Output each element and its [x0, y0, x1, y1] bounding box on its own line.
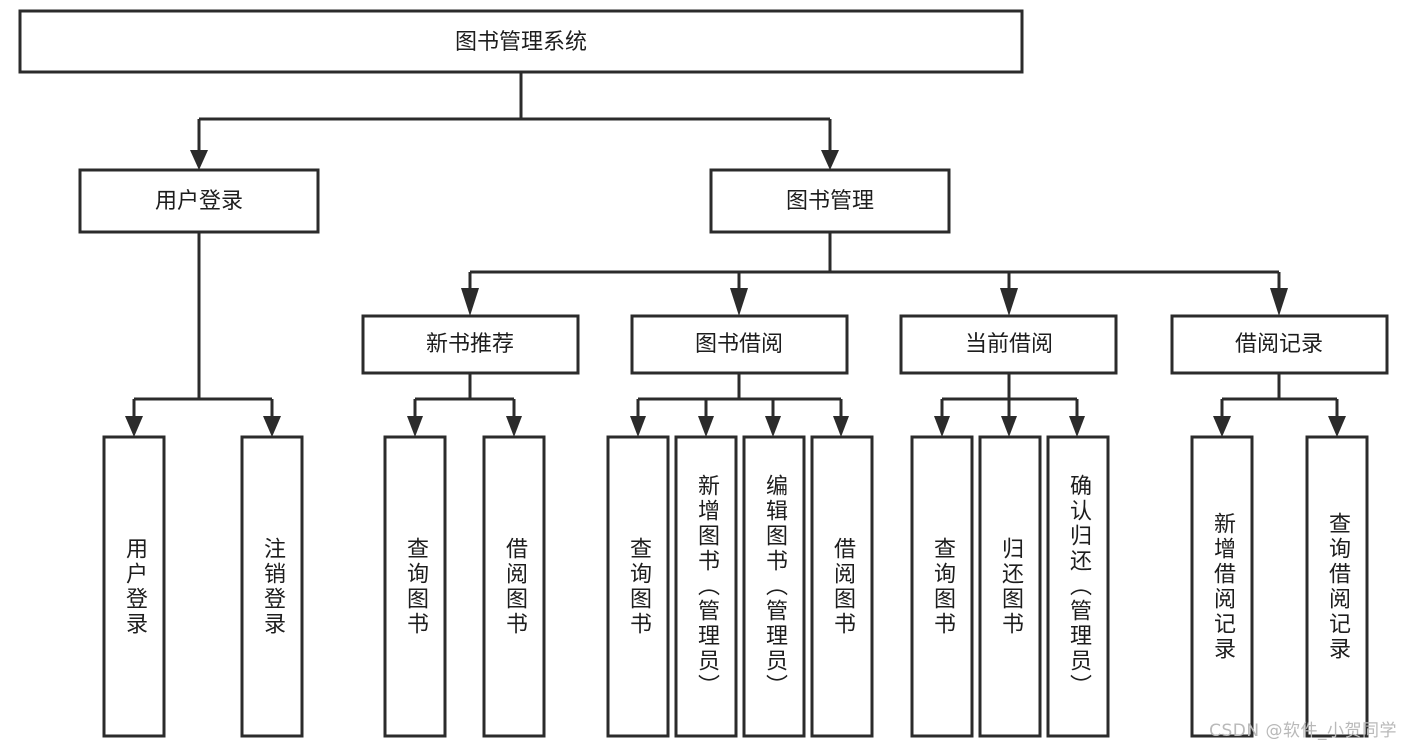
node-box-leaf-cb-query-book[interactable]	[910, 435, 974, 738]
arrowhead-borrow-record	[1270, 288, 1288, 316]
watermark-text: CSDN @软件_小贺同学	[1209, 721, 1397, 741]
arrowhead-nb-leaf-1	[407, 416, 423, 437]
node-box-leaf-nb-query-book[interactable]	[383, 435, 447, 738]
node-box-leaf-bb-edit-book[interactable]	[742, 435, 806, 738]
node-box-leaf-bb-add-book[interactable]	[674, 435, 738, 738]
arrowhead-br-leaf-1	[1213, 416, 1231, 437]
arrowhead-book-borrow	[730, 288, 748, 316]
node-box-leaf-bb-query-book[interactable]	[606, 435, 670, 738]
node-box-leaf-bb-borrow-book[interactable]	[810, 435, 874, 738]
arrowhead-nb-leaf-2	[506, 416, 522, 437]
node-box-leaf-nb-borrow-book[interactable]	[482, 435, 546, 738]
node-box-new-book[interactable]	[361, 314, 580, 375]
node-label-current-borrow: 当前借阅	[965, 332, 1053, 357]
node-box-book-management[interactable]	[709, 168, 951, 234]
arrowhead-leaf-user-login	[125, 416, 143, 437]
arrowhead-br-leaf-2	[1328, 416, 1346, 437]
arrowhead-current-borrow	[1000, 288, 1018, 316]
arrowhead-bb-leaf-4	[833, 416, 849, 437]
connector-layer	[125, 72, 1346, 437]
arrowhead-user-login	[190, 150, 208, 170]
node-box-leaf-br-query-record[interactable]	[1305, 435, 1369, 738]
node-box-leaf-logout[interactable]	[240, 435, 304, 738]
arrowhead-new-book	[461, 288, 479, 316]
arrowhead-book-mgmt	[821, 150, 839, 170]
node-box-leaf-cb-return-book[interactable]	[978, 435, 1042, 738]
node-layer: 图书管理系统 用户登录 图书管理 新书推荐 图书借阅 当前借阅 借阅记录	[18, 9, 1389, 738]
node-label-root: 图书管理系统	[455, 30, 587, 55]
node-box-leaf-user-login[interactable]	[102, 435, 166, 738]
arrowhead-cb-leaf-1	[934, 416, 950, 437]
arrowhead-cb-leaf-3	[1069, 416, 1085, 437]
node-label-user-login: 用户登录	[155, 189, 243, 214]
node-box-current-borrow[interactable]	[899, 314, 1118, 375]
node-box-borrow-record[interactable]	[1170, 314, 1389, 375]
node-box-leaf-cb-confirm-return[interactable]	[1046, 435, 1110, 738]
arrowhead-bb-leaf-2	[698, 416, 714, 437]
arrowhead-cb-leaf-2	[1001, 416, 1017, 437]
node-box-user-login[interactable]	[78, 168, 320, 234]
arrowhead-leaf-logout	[263, 416, 281, 437]
node-label-book-management: 图书管理	[786, 189, 874, 214]
node-box-book-borrow[interactable]	[630, 314, 849, 375]
node-label-book-borrow: 图书借阅	[695, 332, 783, 357]
node-box-root[interactable]	[18, 9, 1024, 74]
node-label-borrow-record: 借阅记录	[1235, 332, 1323, 357]
arrowhead-bb-leaf-3	[765, 416, 781, 437]
node-box-leaf-br-add-record[interactable]	[1190, 435, 1254, 738]
node-label-new-book: 新书推荐	[426, 332, 514, 357]
arrowhead-bb-leaf-1	[630, 416, 646, 437]
